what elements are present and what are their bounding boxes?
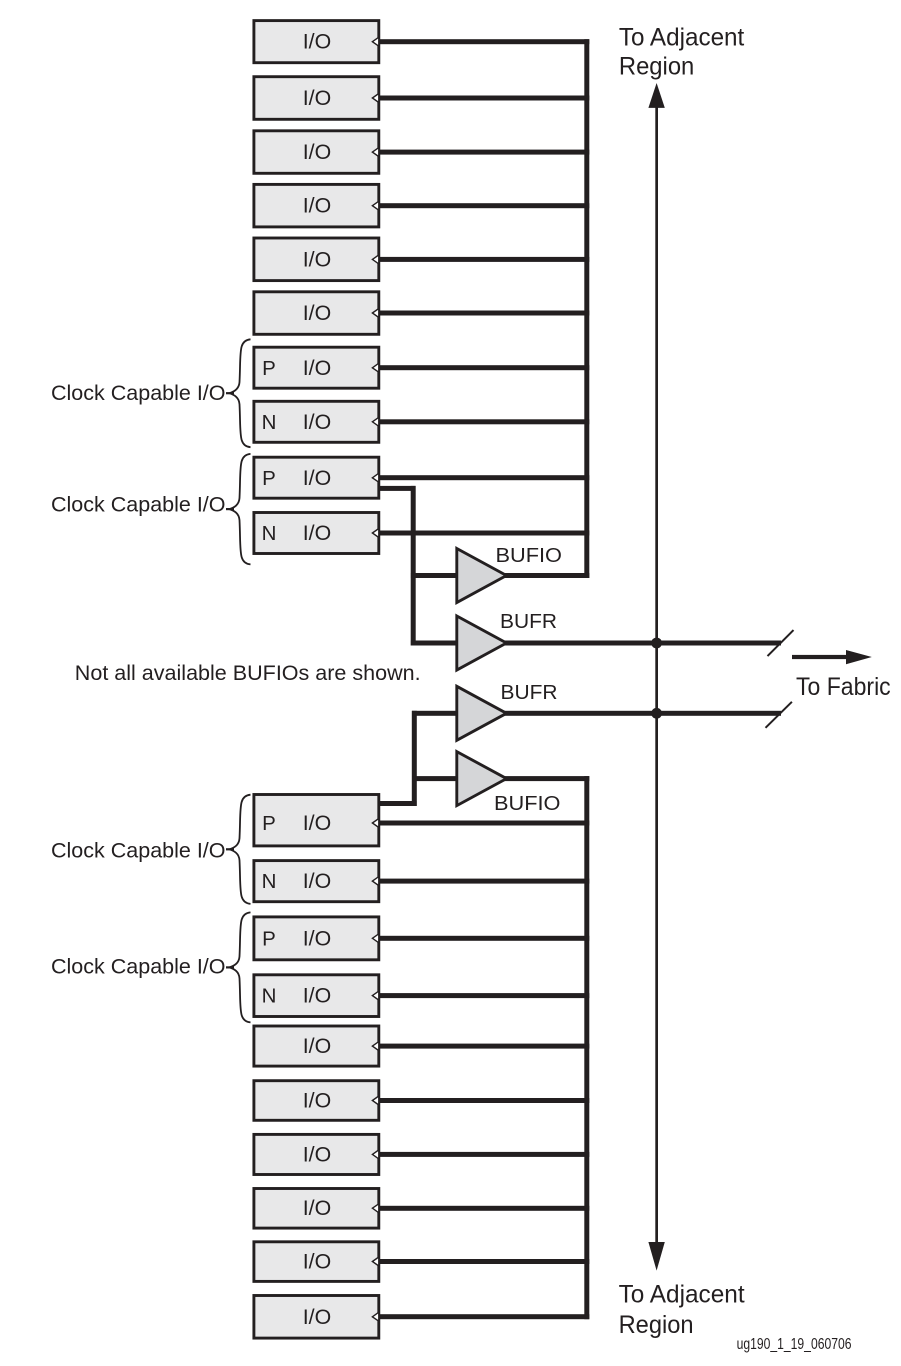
- svg-text:I/O: I/O: [303, 812, 332, 835]
- svg-text:N: N: [262, 985, 277, 1008]
- svg-text:I/O: I/O: [303, 141, 332, 164]
- svg-text:N: N: [262, 522, 277, 545]
- svg-text:BUFIO: BUFIO: [496, 544, 563, 567]
- svg-text:I/O: I/O: [303, 357, 332, 380]
- svg-text:BUFIO: BUFIO: [494, 792, 561, 815]
- svg-text:P: P: [262, 467, 276, 490]
- svg-text:I/O: I/O: [303, 411, 332, 434]
- svg-text:Clock Capable I/O: Clock Capable I/O: [51, 381, 226, 405]
- svg-text:Clock Capable I/O: Clock Capable I/O: [51, 838, 226, 862]
- svg-text:I/O: I/O: [303, 1143, 332, 1166]
- svg-text:P: P: [262, 812, 276, 835]
- svg-text:Not all available BUFIOs are s: Not all available BUFIOs are shown.: [75, 661, 421, 685]
- svg-text:Region: Region: [619, 1311, 694, 1339]
- svg-text:I/O: I/O: [303, 1197, 332, 1220]
- svg-text:P: P: [262, 927, 276, 950]
- svg-text:ug190_1_19_060706: ug190_1_19_060706: [737, 1336, 852, 1353]
- svg-text:N: N: [262, 870, 277, 893]
- svg-text:Clock Capable I/O: Clock Capable I/O: [51, 493, 226, 517]
- svg-text:P: P: [262, 357, 276, 380]
- svg-text:I/O: I/O: [303, 31, 332, 54]
- svg-text:I/O: I/O: [303, 985, 332, 1008]
- svg-text:Region: Region: [619, 52, 694, 80]
- svg-text:To Fabric: To Fabric: [796, 673, 891, 701]
- svg-text:To Adjacent: To Adjacent: [619, 1281, 745, 1309]
- svg-text:BUFR: BUFR: [501, 681, 558, 704]
- svg-text:I/O: I/O: [303, 302, 332, 325]
- svg-text:N: N: [262, 411, 277, 434]
- svg-text:I/O: I/O: [303, 195, 332, 218]
- svg-text:Clock Capable I/O: Clock Capable I/O: [51, 954, 226, 978]
- svg-text:To Adjacent: To Adjacent: [619, 24, 744, 52]
- svg-text:I/O: I/O: [303, 87, 332, 110]
- svg-text:I/O: I/O: [303, 1251, 332, 1274]
- svg-text:I/O: I/O: [303, 927, 332, 950]
- svg-text:I/O: I/O: [303, 1090, 332, 1113]
- svg-text:I/O: I/O: [303, 870, 332, 893]
- svg-text:I/O: I/O: [303, 467, 332, 490]
- svg-text:I/O: I/O: [303, 248, 332, 271]
- svg-text:I/O: I/O: [303, 1035, 332, 1058]
- svg-text:I/O: I/O: [303, 1306, 332, 1329]
- svg-text:I/O: I/O: [303, 522, 332, 545]
- svg-text:BUFR: BUFR: [500, 610, 557, 633]
